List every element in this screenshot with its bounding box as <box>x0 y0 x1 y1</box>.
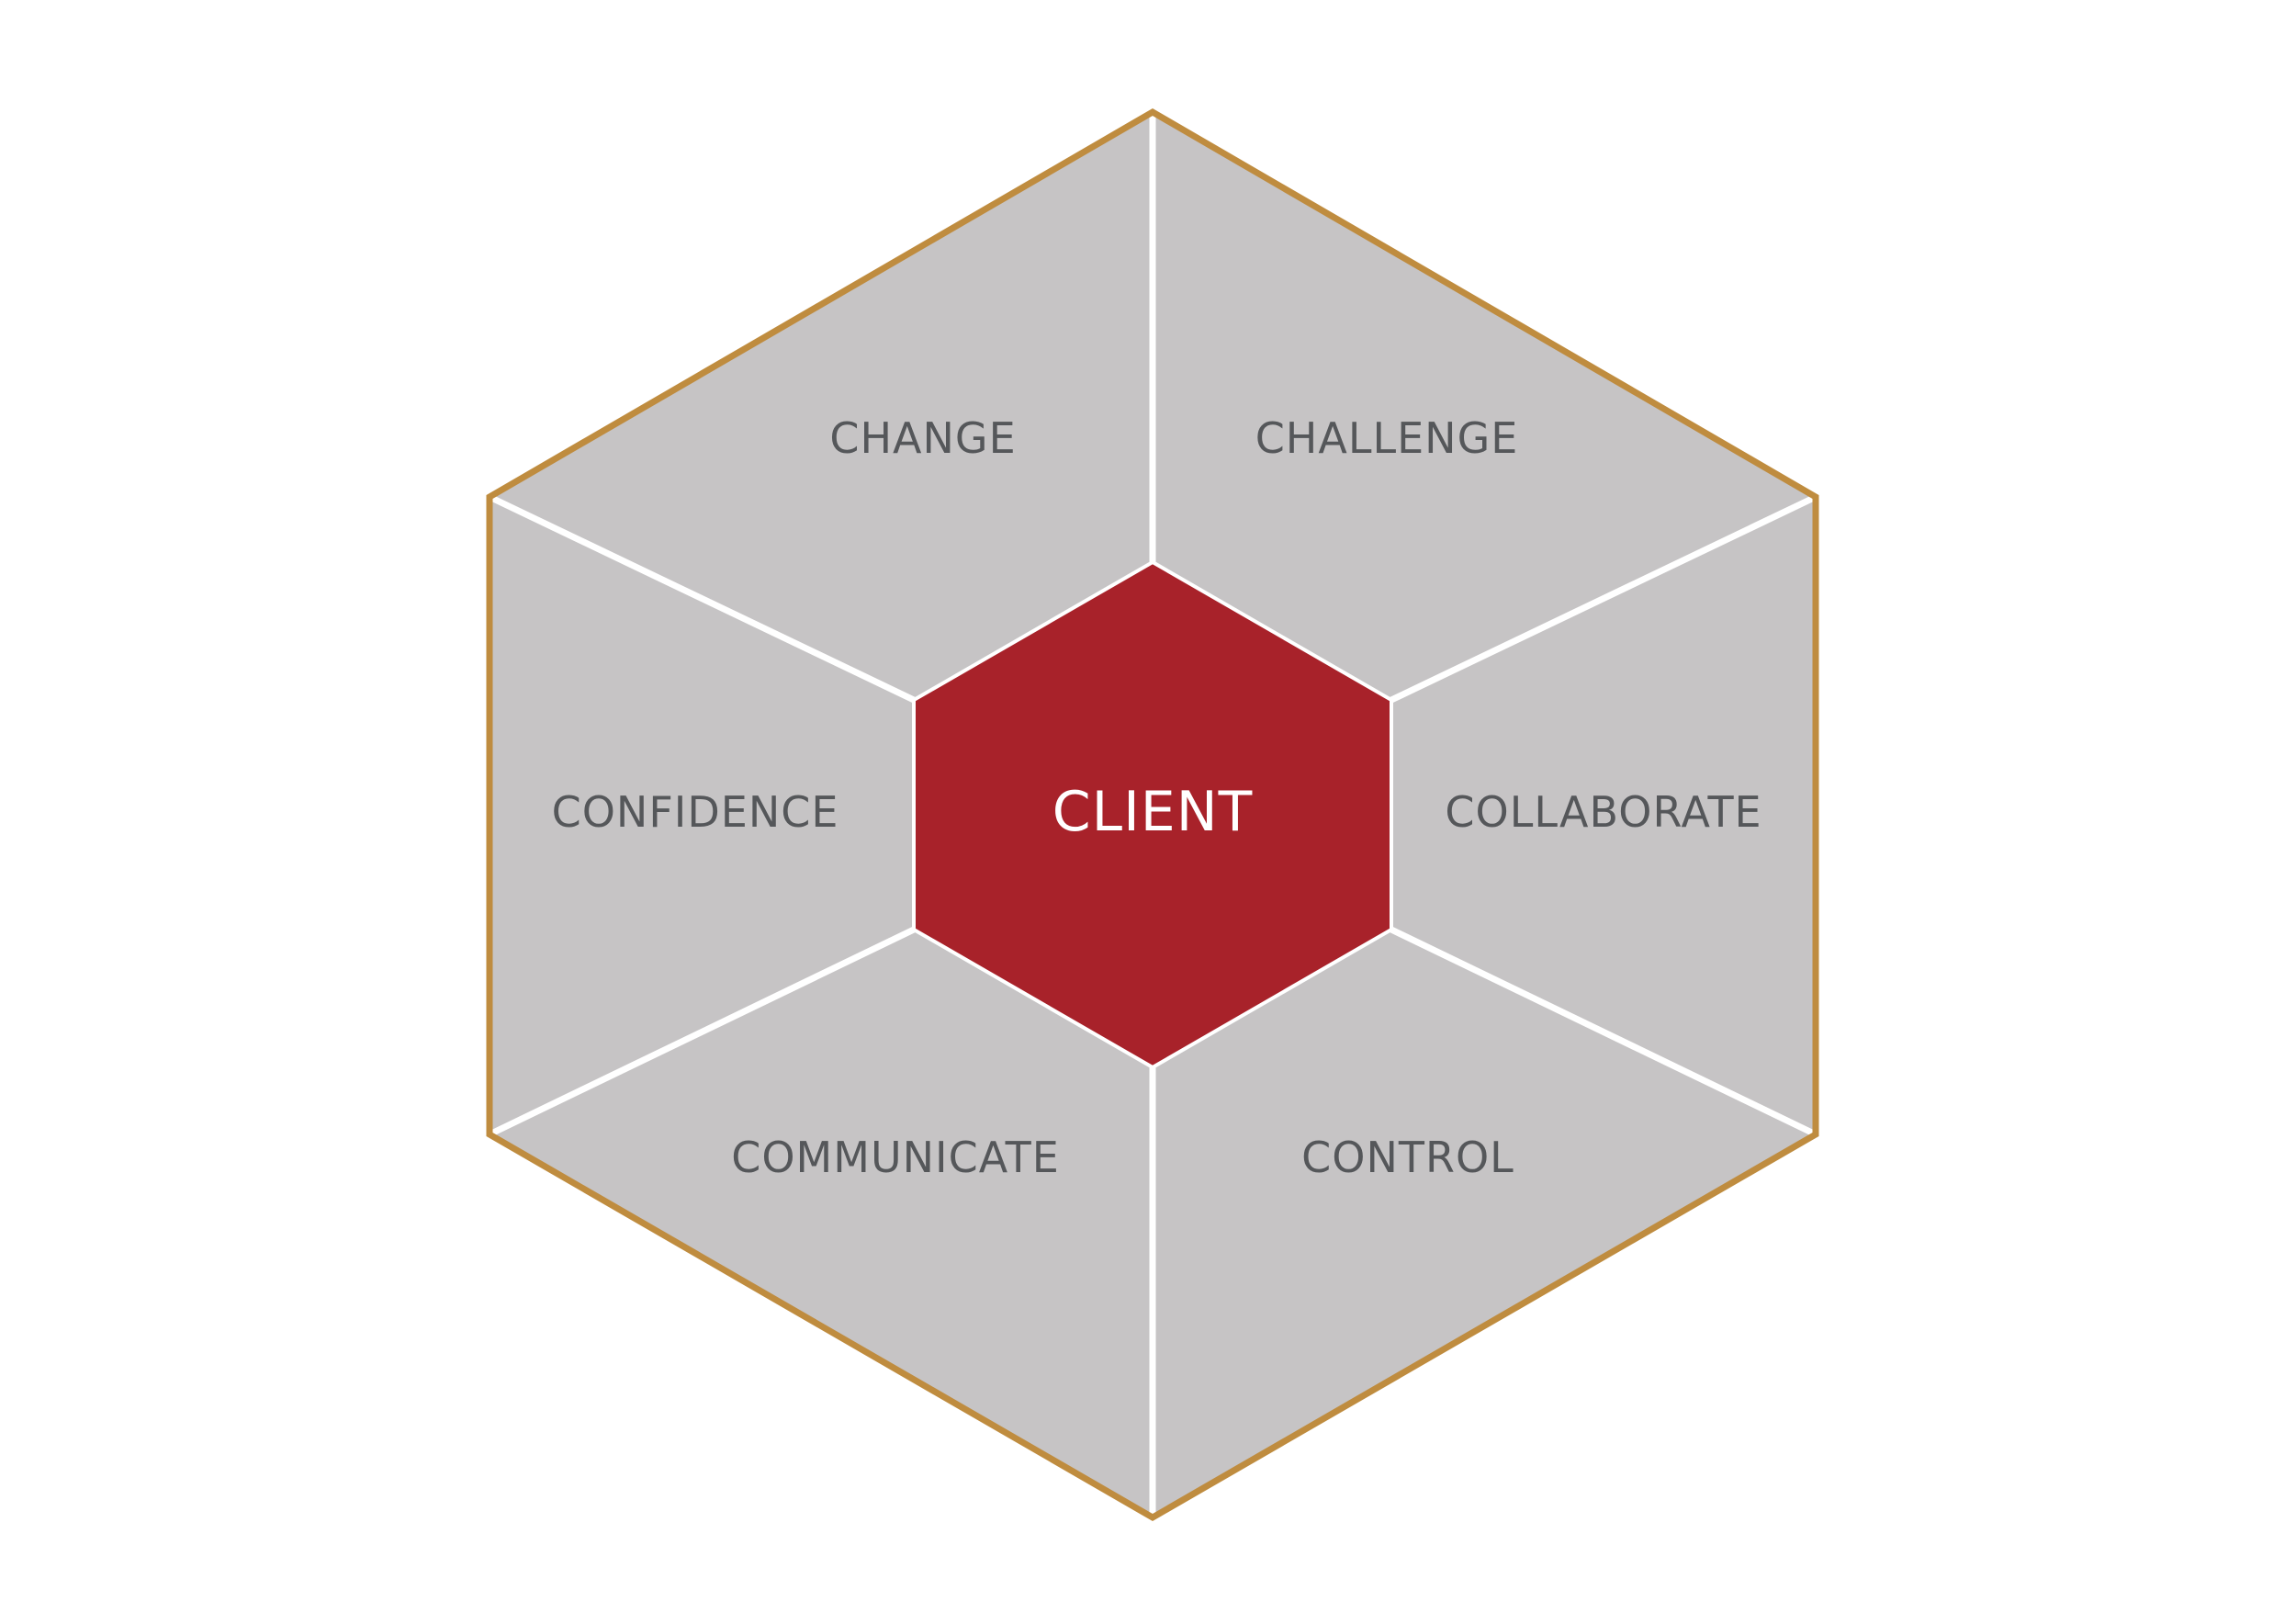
segment-label-control: CONTROL <box>1301 1133 1514 1182</box>
divider-lower-left <box>488 926 916 1138</box>
segment-label-change: CHANGE <box>829 413 1016 463</box>
segment-label-challenge: CHALLENGE <box>1255 413 1519 463</box>
divider-lower-right <box>1390 926 1818 1138</box>
segment-label-communicate: COMMUNICATE <box>731 1133 1060 1182</box>
divider-upper-right <box>1390 493 1818 704</box>
outer-hexagon-border <box>486 107 1819 1522</box>
center-hexagon <box>912 559 1393 1070</box>
segment-label-confidence: CONFIDENCE <box>552 787 839 837</box>
segment-dividers <box>488 112 1818 1517</box>
center-label-client: CLIENT <box>1052 780 1253 844</box>
segment-label-collaborate: COLLABORATE <box>1445 787 1761 837</box>
divider-upper-left <box>488 493 916 704</box>
